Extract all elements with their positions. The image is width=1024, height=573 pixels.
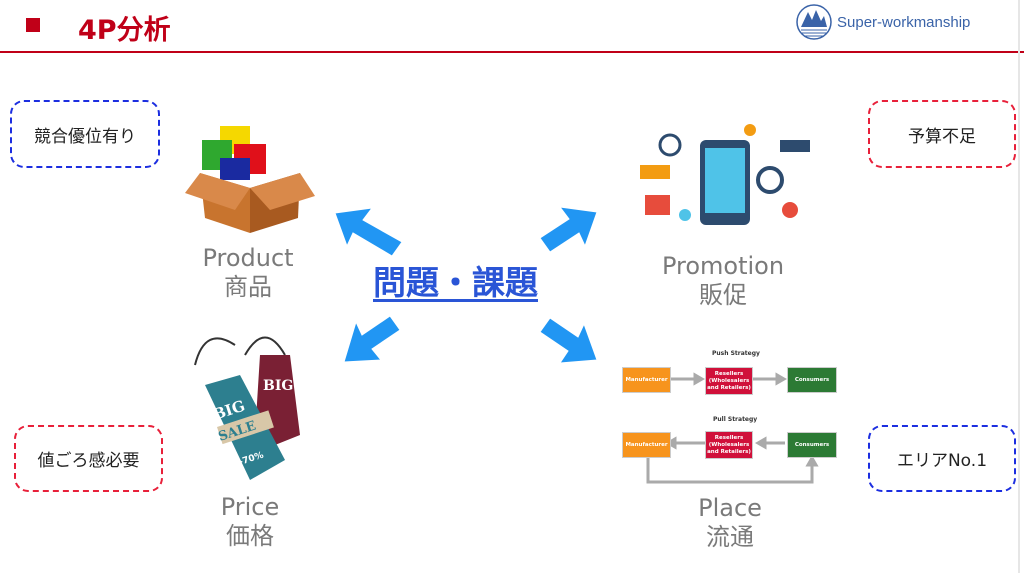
arrow-to-place [539,317,598,364]
right-edge-line [1018,0,1020,573]
note-price: 値ごろ感必要 [14,425,163,492]
diagram-arrows [646,372,819,484]
label-place-en: Place [698,494,762,522]
pull-title: Pull Strategy [713,416,758,423]
center-issue-heading: 問題・課題 [373,263,538,302]
price-tag-icon: BIG BIG SALE -70% [194,336,300,480]
big-text-back: BIG [263,378,293,394]
arrow-to-promotion [539,206,598,253]
slide-title: 4P分析 [78,15,171,46]
label-promotion-ja: 販促 [699,281,747,309]
label-place-ja: 流通 [706,523,754,551]
header-divider [0,51,1024,53]
label-promotion-en: Promotion [661,252,785,280]
promotion-icons-illustration [640,124,810,225]
mountain-logo-icon [796,4,832,40]
product-box-icon [185,126,315,233]
note-product: 競合優位有り [10,100,160,168]
label-product-en: Product [202,244,294,272]
note-promotion: 予算不足 [868,100,1016,168]
label-price-en: Price [220,493,280,521]
logo-text: Super-workmanship [837,13,971,31]
note-place: エリアNo.1 [868,425,1016,492]
push-consumers: Consumers [787,367,837,393]
title-bullet [26,18,40,32]
push-resellers: Resellers (Wholesalers and Retailers) [705,367,753,395]
label-price-ja: 価格 [226,522,274,550]
arrow-to-price [343,315,401,363]
pull-consumers: Consumers [787,432,837,458]
pull-resellers: Resellers (Wholesalers and Retailers) [705,431,753,459]
push-manufacturer: Manufacturer [622,367,671,393]
arrow-to-product [334,207,403,257]
company-logo: Super-workmanship [795,3,970,41]
pull-manufacturer: Manufacturer [622,432,671,458]
push-title: Push Strategy [712,350,760,357]
label-product-ja: 商品 [224,273,272,301]
